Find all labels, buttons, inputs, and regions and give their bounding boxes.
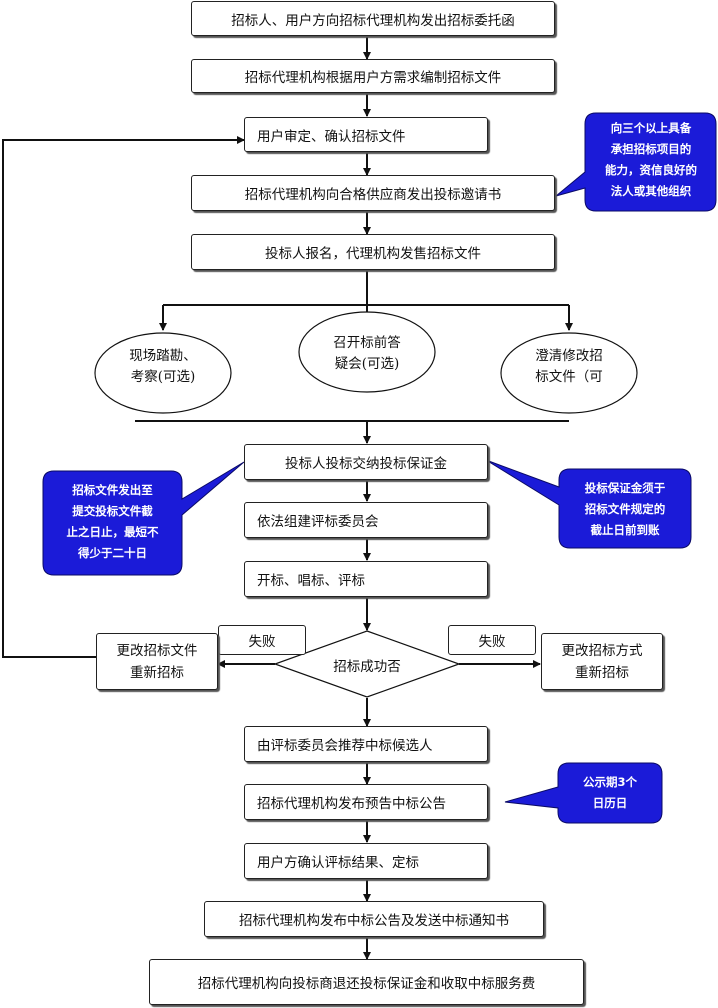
step-preannounce-winner: 招标代理机构发布预告中标公告 bbox=[244, 784, 488, 820]
note-twenty-days: 招标文件发出至 提交投标文件截 止之日止，最短不 得少于二十日 bbox=[66, 483, 159, 560]
step-open-evaluate: 开标、唱标、评标 bbox=[244, 561, 488, 597]
step-form-committee: 依法组建评标委员会 bbox=[244, 502, 488, 538]
note-bubble-n2-shape bbox=[42, 461, 245, 576]
note-qualified-bidders: 向三个以上具备 承担招标项目的 能力，资信良好的 法人或其他组织 bbox=[605, 121, 697, 198]
step-bid-bond: 投标人投标交纳投标保证金 bbox=[244, 444, 488, 480]
note-publicity-period: 公示期3个 日历日 bbox=[582, 775, 637, 810]
oval-site-visit-shape bbox=[94, 332, 232, 414]
note-bubble-n1-shape bbox=[555, 112, 717, 212]
oval-site-visit: 现场踏勘、 考察(可选) bbox=[129, 348, 197, 385]
note-bond-deadline: 投标保证金须于 招标文件规定的 截止日前到账 bbox=[584, 481, 666, 537]
step-recommend-candidate: 由评标委员会推荐中标候选人 bbox=[244, 726, 488, 762]
branch-revise-docs: 更改招标文件 重新招标 bbox=[96, 633, 218, 690]
oval-clarify-shape bbox=[500, 332, 638, 414]
fail-label-right: 失败 bbox=[448, 625, 536, 655]
step-confirm-result: 用户方确认评标结果、定标 bbox=[244, 843, 488, 879]
loop-back-line bbox=[2, 136, 245, 658]
fail-label-left: 失败 bbox=[218, 625, 306, 655]
step-registration: 投标人报名，代理机构发售招标文件 bbox=[191, 234, 555, 270]
oval-prebid-shape bbox=[298, 311, 436, 393]
step-entrust-letter: 招标人、用户方向招标代理机构发出招标委托函 bbox=[191, 1, 555, 36]
note-bubble-n4-shape bbox=[504, 762, 663, 824]
step-announce-winner: 招标代理机构发布中标公告及发送中标通知书 bbox=[204, 901, 544, 937]
oval-clarify-docs: 澄清修改招 标文件（可 bbox=[535, 348, 603, 385]
oval-prebid-meeting: 召开标前答 疑会(可选) bbox=[333, 335, 401, 372]
step-invitation: 招标代理机构向合格供应商发出投标邀请书 bbox=[191, 175, 555, 211]
decision-label: 招标成功否 bbox=[333, 659, 401, 675]
note-bubble-n3-shape bbox=[485, 459, 692, 549]
step-prepare-tender-docs: 招标代理机构根据用户方需求编制招标文件 bbox=[191, 59, 555, 93]
step-confirm-tender-docs: 用户审定、确认招标文件 bbox=[244, 117, 488, 152]
step-refund-bond: 招标代理机构向投标商退还投标保证金和收取中标服务费 bbox=[149, 959, 584, 1005]
branch-change-method: 更改招标方式 重新招标 bbox=[541, 633, 663, 690]
